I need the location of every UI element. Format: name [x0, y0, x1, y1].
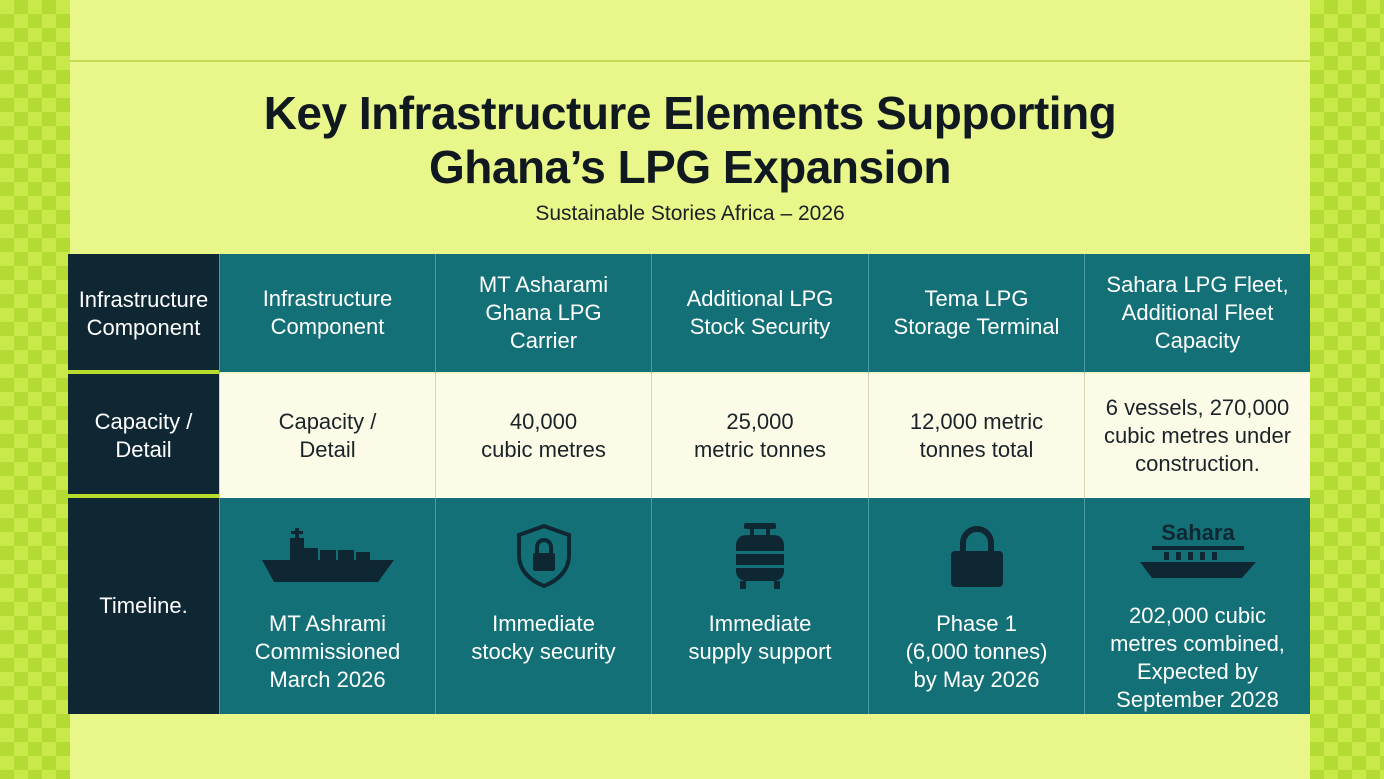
sahara-logo-text: Sahara [1161, 520, 1235, 545]
component-cell: Tema LPG Storage Terminal [868, 254, 1084, 374]
page-subtitle: Sustainable Stories Africa – 2026 [535, 202, 845, 225]
timeline-cell: Immediate supply support [651, 498, 868, 714]
capacity-cell: 12,000 metric tonnes total [868, 374, 1084, 498]
shield-lock-icon [514, 520, 574, 592]
timeline-cell: Phase 1 (6,000 tonnes) by May 2026 [868, 498, 1084, 714]
timeline-cell: MT Ashrami Commissioned March 2026 [219, 498, 435, 714]
infrastructure-table: Infrastructure Component Infrastructure … [68, 254, 1310, 714]
padlock-icon [947, 520, 1007, 592]
timeline-cell: Immediate stocky security [435, 498, 651, 714]
row-label-capacity: Capacity / Detail [68, 374, 219, 498]
sahara-ship-icon: Sahara [1138, 520, 1258, 584]
decorative-border-right [1310, 0, 1384, 779]
component-cell: Sahara LPG Fleet, Additional Fleet Capac… [1084, 254, 1310, 374]
component-cell: Infrastructure Component [219, 254, 435, 374]
capacity-cell: 6 vessels, 270,000 cubic metres under co… [1084, 374, 1310, 498]
gas-tank-icon [730, 520, 790, 592]
capacity-cell: 25,000 metric tonnes [651, 374, 868, 498]
decorative-border-left [0, 0, 70, 779]
ship-icon [260, 520, 396, 592]
timeline-text: 202,000 cubic metres combined, Expected … [1110, 603, 1285, 712]
component-cell: MT Asharami Ghana LPG Carrier [435, 254, 651, 374]
capacity-cell: 40,000 cubic metres [435, 374, 651, 498]
timeline-cell: Sahara 202,000 cubic metres combined, Ex… [1084, 498, 1310, 714]
timeline-text: Phase 1 (6,000 tonnes) by May 2026 [905, 611, 1048, 692]
top-divider [70, 60, 1310, 62]
row-label-timeline: Timeline. [68, 498, 219, 714]
row-label-component: Infrastructure Component [68, 254, 219, 374]
timeline-text: Immediate supply support [688, 611, 832, 664]
component-cell: Additional LPG Stock Security [651, 254, 868, 374]
capacity-cell: Capacity / Detail [219, 374, 435, 498]
timeline-text: Immediate stocky security [471, 611, 616, 664]
page-title: Key Infrastructure Elements Supporting G… [263, 87, 1117, 193]
timeline-text: MT Ashrami Commissioned March 2026 [254, 611, 401, 692]
